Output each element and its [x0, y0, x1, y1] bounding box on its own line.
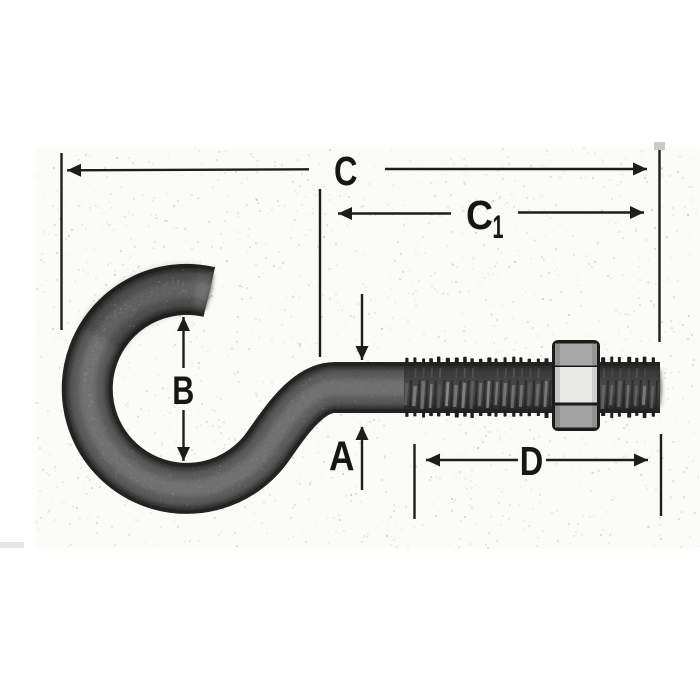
svg-text:1: 1 — [493, 209, 504, 245]
svg-text:A: A — [329, 433, 355, 480]
svg-text:C: C — [334, 148, 358, 194]
svg-text:B: B — [172, 369, 194, 413]
svg-text:D: D — [520, 438, 544, 484]
svg-text:C: C — [466, 192, 493, 238]
